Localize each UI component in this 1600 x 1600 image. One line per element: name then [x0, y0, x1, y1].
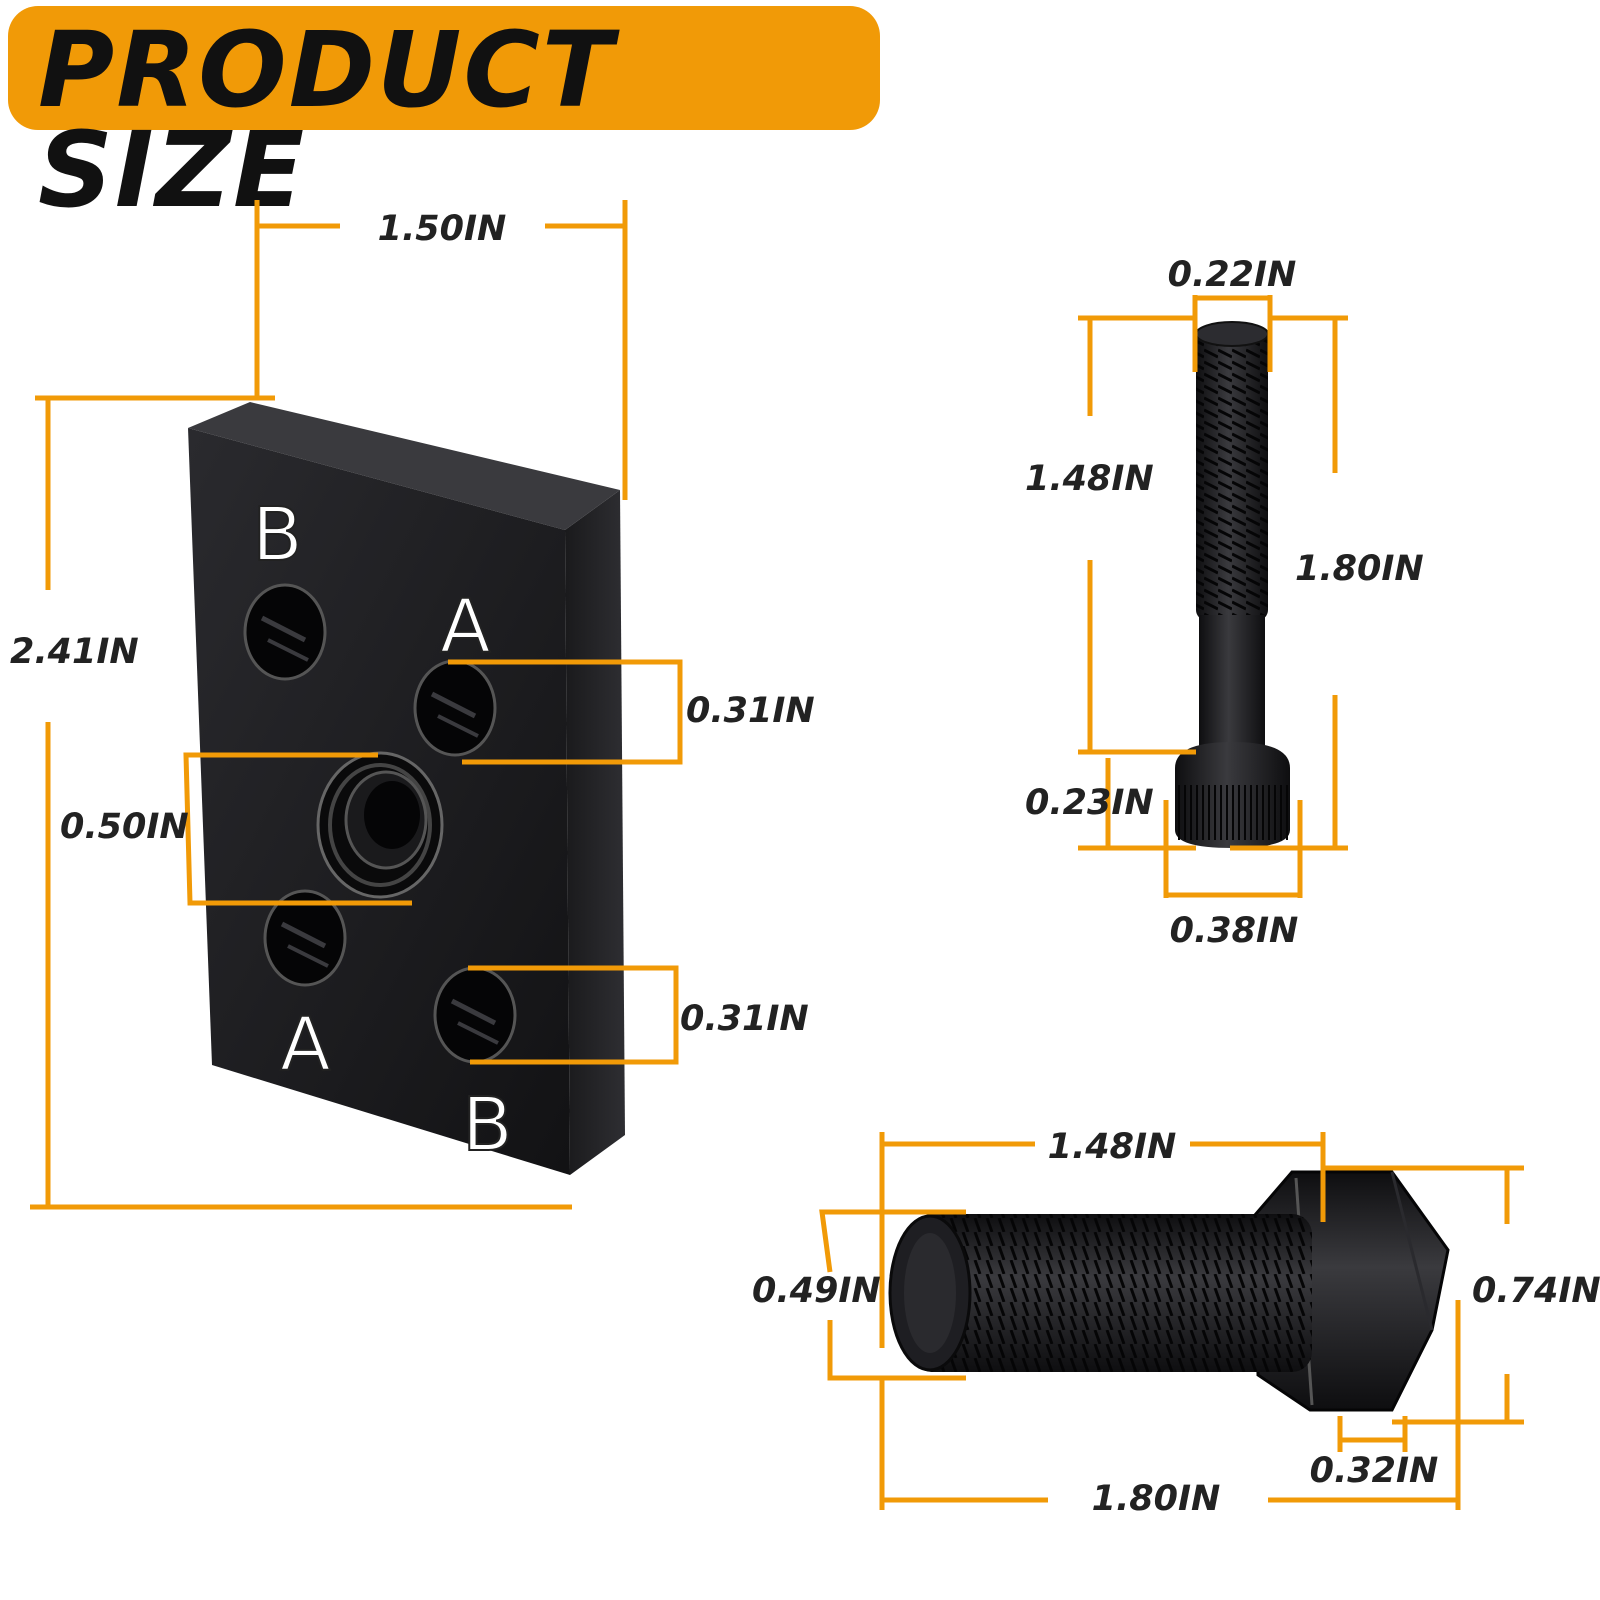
plate-hole — [243, 583, 327, 681]
hex-thread-diameter-label: 0.49IN — [752, 1271, 881, 1311]
plate-top-edge — [188, 402, 620, 530]
plate-hole-top-dimension: 0.31IN — [448, 659, 815, 765]
hex-thread-length-label: 1.48IN — [1048, 1127, 1177, 1167]
socket-bolt-head-height-dimension: 0.23IN — [1025, 758, 1196, 851]
plate-marking: A — [440, 584, 491, 670]
plate-center-hole-dimension: 0.50IN — [60, 752, 412, 906]
hex-bolt-head-thickness-dimension: 0.32IN — [1310, 1416, 1439, 1491]
socket-bolt-tip-dimension: 0.22IN — [1168, 255, 1297, 372]
plate-marking: A — [280, 1002, 331, 1088]
hex-head-bolt — [888, 1170, 1450, 1412]
plate-width-label: 1.50IN — [378, 209, 507, 249]
hex-bolt-thread-diameter-dimension: 0.49IN — [752, 1209, 966, 1381]
hole-bottom-label: 0.31IN — [680, 999, 809, 1039]
socket-bolt-head-diameter-dimension: 0.38IN — [1163, 800, 1303, 951]
hex-bolt-head-width-dimension: 0.74IN — [1323, 1165, 1600, 1425]
socket-bolt-total-length-dimension: 1.80IN — [1230, 315, 1424, 851]
plate-hole — [413, 659, 497, 757]
plate-width-dimension: 1.50IN — [254, 200, 628, 500]
plate-hole-bottom-dimension: 0.31IN — [468, 965, 809, 1065]
plate-marking: B — [462, 1082, 513, 1168]
title-banner: PRODUCT SIZE — [8, 6, 880, 222]
plate-height-label: 2.41IN — [10, 632, 139, 672]
page-title: PRODUCT SIZE — [38, 9, 615, 231]
hole-top-label: 0.31IN — [686, 691, 815, 731]
mounting-plate: B A A B — [188, 402, 625, 1175]
hex-bolt-total-length-dimension: 1.80IN — [879, 1300, 1461, 1519]
socket-bolt-thread-length-dimension: 1.48IN — [1025, 315, 1196, 755]
hex-bolt-thread-length-dimension: 1.48IN — [879, 1127, 1326, 1348]
plate-marking: B — [252, 492, 303, 578]
hex-head-thickness-label: 0.32IN — [1310, 1451, 1439, 1491]
socket-head-height-label: 0.23IN — [1025, 783, 1154, 823]
hex-total-length-label: 1.80IN — [1092, 1479, 1221, 1519]
socket-head-diameter-label: 0.38IN — [1170, 911, 1299, 951]
plate-height-dimension: 2.41IN — [10, 395, 572, 1210]
plate-threaded-center-hole — [316, 751, 444, 899]
center-hole-label: 0.50IN — [60, 807, 189, 847]
plate-hole — [263, 889, 347, 987]
plate-hole — [433, 966, 517, 1064]
socket-thread-length-label: 1.48IN — [1025, 459, 1154, 499]
socket-head-bolt — [1175, 321, 1290, 848]
socket-total-length-label: 1.80IN — [1295, 549, 1424, 589]
socket-tip-label: 0.22IN — [1168, 255, 1297, 295]
plate-side — [565, 490, 625, 1175]
hex-head-width-label: 0.74IN — [1472, 1271, 1600, 1311]
